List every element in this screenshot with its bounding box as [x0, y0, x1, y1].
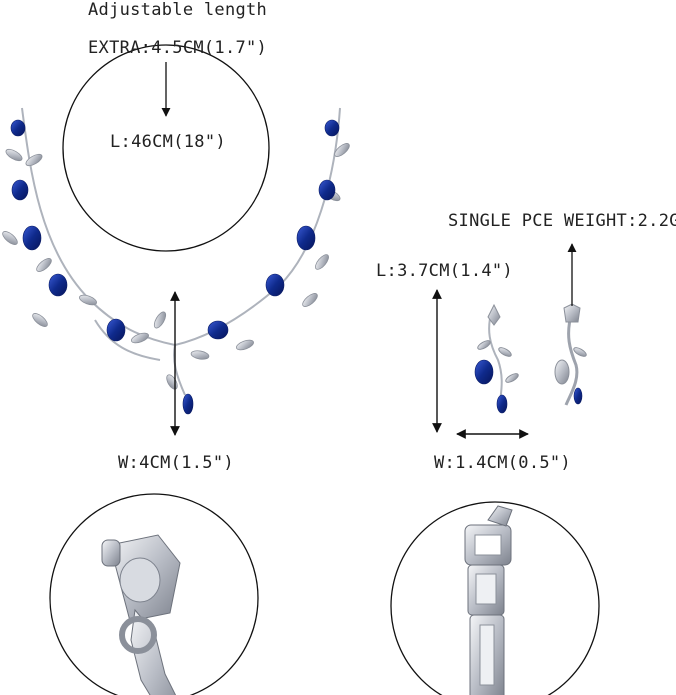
- clasp-closeup: [390, 501, 600, 695]
- extra-length-label: EXTRA:4.5CM(1.7"): [88, 38, 268, 58]
- earring-width-label: W:1.4CM(0.5"): [434, 453, 571, 473]
- necklace-length-label: L:46CM(18"): [110, 132, 226, 152]
- length-circle: [62, 44, 270, 252]
- weight-label: SINGLE PCE WEIGHT:2.2G: [448, 211, 676, 231]
- necklace-width-label: W:4CM(1.5"): [118, 453, 234, 473]
- adjustable-length-label: Adjustable length: [88, 0, 268, 20]
- earring-length-label: L:3.7CM(1.4"): [376, 261, 513, 281]
- earring-illustration: [474, 303, 587, 414]
- sapphire-stones: [10, 119, 340, 415]
- leaf-stones: [2, 143, 350, 390]
- earring-back-closeup: [49, 493, 259, 695]
